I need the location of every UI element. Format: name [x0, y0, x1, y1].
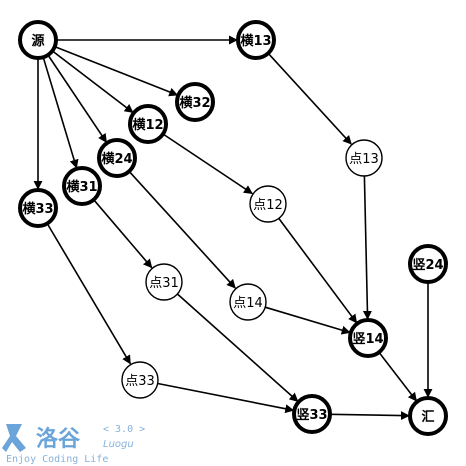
node-circle-sink — [408, 396, 448, 436]
node-label-h12: 横12 — [132, 117, 163, 133]
node-d12: 点12 — [249, 185, 287, 223]
node-s14: 竖14 — [348, 318, 388, 358]
node-label-sink: 汇 — [421, 410, 434, 425]
node-circle-h12 — [128, 104, 168, 144]
node-circle-src — [18, 20, 58, 60]
node-s33: 竖33 — [292, 394, 332, 434]
node-circle-h32 — [175, 82, 215, 122]
edge-src-h31 — [42, 56, 79, 169]
node-circle-s33 — [292, 394, 332, 434]
edge-h31-d31 — [93, 199, 153, 269]
node-circle-d12 — [249, 185, 287, 223]
node-circle-d33 — [121, 361, 159, 399]
node-label-h31: 横31 — [66, 179, 97, 195]
node-circle-s24 — [408, 244, 448, 284]
node-circle-s14 — [348, 318, 388, 358]
node-h33: 横33 — [18, 188, 58, 228]
edge-s33-sink — [329, 411, 410, 421]
node-circle-h33 — [18, 188, 58, 228]
edge-h24-d14 — [128, 170, 236, 289]
node-circle-h24 — [97, 138, 137, 178]
node-label-d13: 点13 — [349, 152, 379, 167]
node-h13: 横13 — [236, 20, 276, 60]
node-src: 源 — [18, 20, 58, 60]
node-h32: 横32 — [175, 82, 215, 122]
node-d31: 点31 — [145, 263, 183, 301]
edge-d13-s14 — [362, 175, 372, 320]
edge-d14-s14 — [264, 306, 351, 335]
node-h12: 横12 — [128, 104, 168, 144]
watermark-slogan: Enjoy Coding Life — [6, 454, 108, 465]
node-h31: 横31 — [62, 166, 102, 206]
node-label-h32: 横32 — [179, 95, 210, 111]
node-circle-d14 — [229, 283, 267, 321]
node-label-d12: 点12 — [253, 198, 283, 213]
node-label-d33: 点33 — [125, 374, 155, 389]
node-sink: 汇 — [408, 396, 448, 436]
edge-src-h12 — [51, 50, 134, 114]
edge-h13-d13 — [267, 52, 352, 145]
edge-src-h24 — [47, 54, 108, 143]
watermark-latin: Luogu — [103, 439, 134, 450]
node-label-h13: 横13 — [240, 33, 271, 49]
node-h24: 横24 — [97, 138, 137, 178]
edge-d31-s33 — [176, 293, 299, 402]
edge-h12-d12 — [162, 133, 253, 195]
node-label-s24: 竖24 — [412, 258, 443, 273]
luogu-logo-icon — [2, 424, 26, 452]
node-d13: 点13 — [345, 139, 383, 177]
node-label-s33: 竖33 — [296, 408, 327, 423]
node-circle-h31 — [62, 166, 102, 206]
node-label-d31: 点31 — [149, 276, 179, 291]
edge-d12-s14 — [278, 217, 358, 324]
node-label-h24: 横24 — [101, 151, 132, 167]
node-circle-d31 — [145, 263, 183, 301]
node-d14: 点14 — [229, 283, 267, 321]
edge-s14-sink — [378, 351, 418, 402]
node-label-s14: 竖14 — [352, 332, 383, 347]
edge-h33-d33 — [46, 223, 131, 365]
node-d33: 点33 — [121, 361, 159, 399]
watermark-version: < 3.0 > — [103, 424, 145, 435]
node-label-d14: 点14 — [233, 296, 263, 311]
watermark-brand: 洛谷 — [36, 426, 81, 452]
node-label-src: 源 — [31, 33, 44, 49]
node-circle-h13 — [236, 20, 276, 60]
node-s24: 竖24 — [408, 244, 448, 284]
edge-d33-s33 — [157, 382, 295, 414]
edge-src-h32 — [54, 45, 179, 97]
edges-layer — [33, 35, 433, 421]
node-circle-d13 — [345, 139, 383, 177]
node-label-h33: 横33 — [22, 201, 53, 217]
luogu-watermark: 洛谷 < 3.0 > Luogu Enjoy Coding Life — [2, 424, 145, 465]
